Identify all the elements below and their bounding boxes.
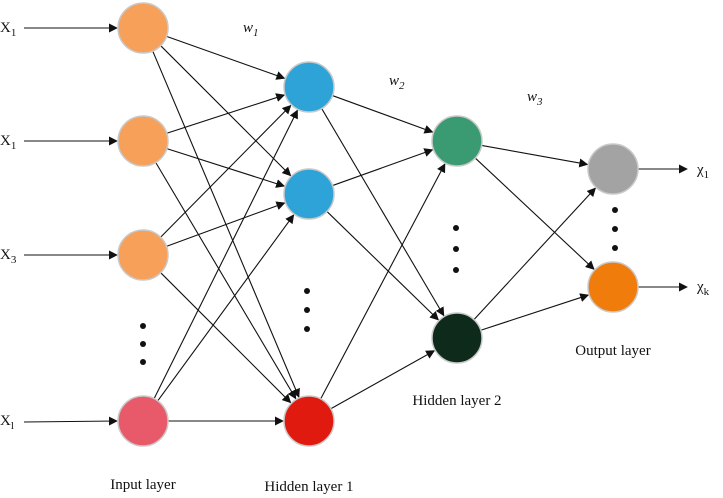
output-label-1: χ1 [696, 162, 709, 181]
hidden-layer-1-label: Hidden layer 1 [264, 479, 353, 495]
input-4-to-hidden1-2-edge [157, 214, 295, 402]
hidden-layer-2-label: Hidden layer 2 [412, 393, 501, 409]
ellipsis-dot [453, 225, 459, 231]
input-arrow-4 [23, 416, 118, 426]
hidden1-node-2 [283, 168, 335, 220]
weight-label-w2: w2 [389, 73, 405, 92]
output-label-k: χk [696, 279, 710, 298]
hidden1-1-to-hidden2-2-edge [321, 108, 445, 317]
output-layer-label: Output layer [575, 343, 650, 359]
output-node-2 [587, 261, 639, 313]
input-2-to-hidden1-1-edge [166, 93, 286, 134]
ellipsis-dot [140, 341, 146, 347]
input-label-2: X1 [0, 133, 16, 152]
hidden2-node-1 [431, 115, 483, 167]
ellipsis-dot [612, 226, 618, 232]
input-label-1: X1 [0, 20, 16, 39]
hidden2-2-to-output-1-edge [473, 187, 596, 321]
weight-label-w3: w3 [527, 89, 543, 108]
hidden2-node-2 [431, 312, 483, 364]
hidden2-1-to-output-1-edge [481, 144, 589, 168]
hidden1-node-1 [283, 61, 335, 113]
ellipsis-dot [304, 307, 310, 313]
ellipsis-dot [304, 326, 310, 332]
input-node-1 [117, 2, 169, 54]
hidden1-3-to-hidden2-2-edge [330, 350, 436, 410]
connections [23, 23, 688, 426]
ellipsis-dot [612, 207, 618, 213]
input-1-to-hidden1-2-edge [160, 45, 292, 177]
ellipsis-dot [140, 359, 146, 365]
input-2-to-hidden1-3-edge [155, 162, 297, 400]
ellipsis-dot [304, 288, 310, 294]
output-node-1 [587, 143, 639, 195]
input-2-to-hidden1-2-edge [166, 148, 286, 188]
nodes [117, 2, 639, 447]
hidden1-node-3 [283, 395, 335, 447]
input-layer-label: Input layer [110, 477, 175, 493]
input-4-to-hidden1-1-edge [153, 109, 298, 399]
ellipsis-dot [453, 246, 459, 252]
input-1-to-hidden1-1-edge [166, 35, 286, 80]
input-3-to-hidden1-1-edge [160, 104, 292, 238]
input-node-2 [117, 115, 169, 167]
ellipsis-dot [453, 267, 459, 273]
ellipsis-dots [140, 207, 618, 365]
ellipsis-dot [140, 323, 146, 329]
input-3-to-hidden1-2-edge [166, 201, 286, 247]
weight-label-w1: w1 [243, 20, 259, 39]
input-label-l: Xl [0, 413, 14, 432]
hidden1-3-to-hidden2-1-edge [320, 163, 446, 400]
hidden1-2-to-hidden2-2-edge [326, 211, 440, 321]
hidden2-2-to-output-2-edge [480, 293, 590, 331]
input-node-3 [117, 229, 169, 281]
hidden2-1-to-output-2-edge [474, 157, 595, 270]
hidden1-1-to-hidden2-1-edge [332, 95, 434, 134]
input-label-3: X3 [0, 247, 17, 266]
ellipsis-dot [612, 245, 618, 251]
input-3-to-hidden1-3-edge [160, 272, 292, 404]
hidden1-2-to-hidden2-1-edge [332, 148, 434, 187]
input-node-4 [117, 395, 169, 447]
